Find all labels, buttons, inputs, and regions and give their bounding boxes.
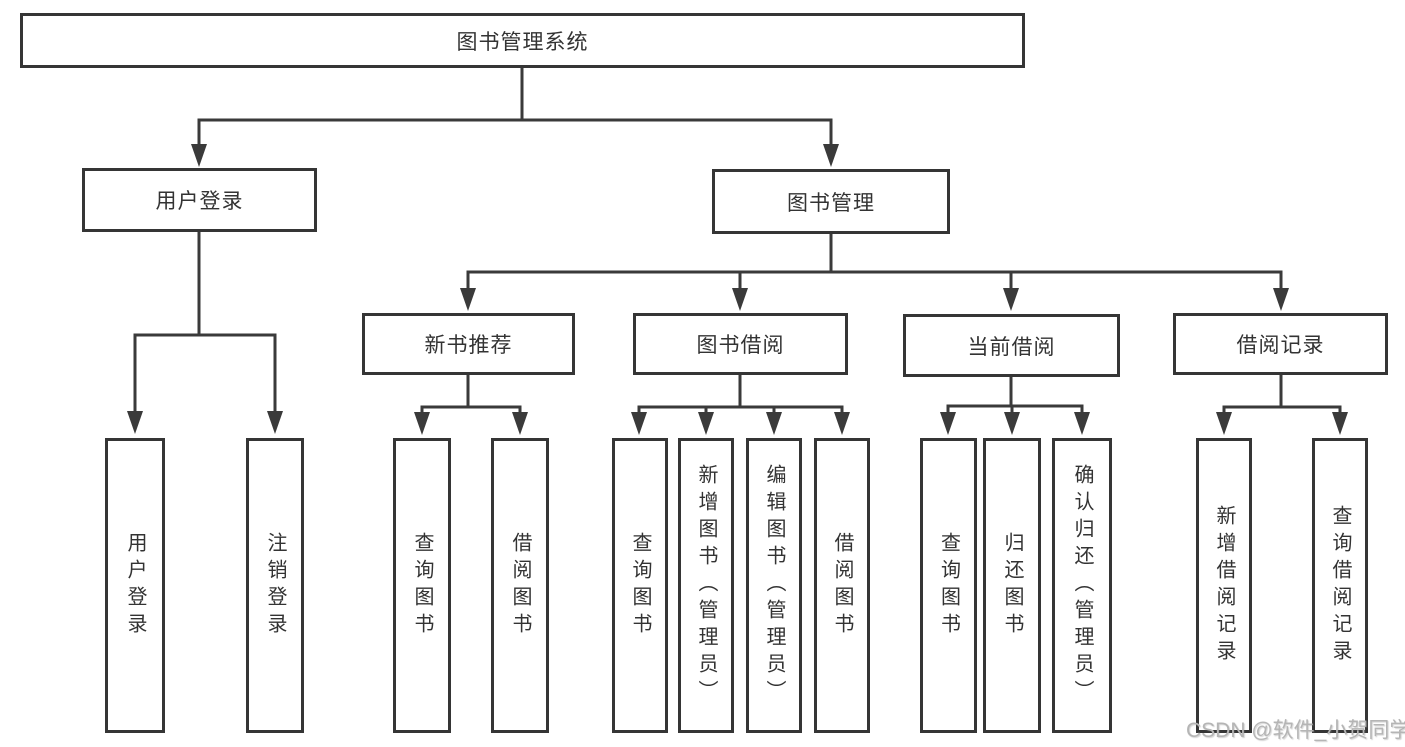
leaf-nb-borrow-books: 借阅图书	[491, 438, 549, 733]
leaf-logout-label: 注销登录	[264, 531, 286, 640]
leaf-cb-return-books: 归还图书	[983, 438, 1041, 733]
leaf-bb-query-books: 查询图书	[612, 438, 668, 733]
leaf-cb-return-books-label: 归还图书	[1001, 531, 1023, 640]
node-new-book-recommend-label: 新书推荐	[424, 334, 513, 357]
leaf-logout: 注销登录	[246, 438, 304, 733]
leaf-bb-borrow-books: 借阅图书	[814, 438, 870, 733]
node-current-borrowing-label: 当前借阅	[967, 335, 1056, 359]
leaf-cb-confirm-return-admin: 确认归还（管理员）	[1052, 438, 1112, 733]
node-root-system: 图书管理系统	[20, 13, 1025, 68]
leaf-bb-edit-books-admin-label: 编辑图书（管理员）	[763, 464, 785, 707]
leaf-user-login-label: 用户登录	[124, 531, 146, 640]
node-borrowing-records: 借阅记录	[1173, 313, 1388, 375]
leaf-br-add-record-label: 新增借阅记录	[1213, 504, 1235, 667]
leaf-nb-query-books: 查询图书	[393, 438, 451, 733]
leaf-cb-query-books: 查询图书	[920, 438, 977, 733]
node-user-login: 用户登录	[82, 168, 317, 232]
arrowheads	[127, 144, 1348, 435]
leaf-bb-edit-books-admin: 编辑图书（管理员）	[746, 438, 802, 733]
node-book-management-label: 图书管理	[787, 191, 875, 215]
leaf-br-query-record-label: 查询借阅记录	[1329, 504, 1351, 667]
leaf-bb-add-books-admin: 新增图书（管理员）	[678, 438, 734, 733]
leaf-cb-confirm-return-admin-label: 确认归还（管理员）	[1071, 464, 1093, 707]
leaf-bb-query-books-label: 查询图书	[629, 531, 651, 640]
leaf-br-query-record: 查询借阅记录	[1312, 438, 1368, 733]
node-book-management: 图书管理	[712, 169, 950, 234]
leaf-nb-query-books-label: 查询图书	[411, 531, 433, 640]
node-book-borrowing-label: 图书借阅	[696, 334, 785, 357]
leaf-bb-add-books-admin-label: 新增图书（管理员）	[695, 464, 717, 707]
node-book-borrowing: 图书借阅	[633, 313, 848, 375]
node-root-label: 图书管理系统	[456, 30, 589, 54]
leaf-br-add-record: 新增借阅记录	[1196, 438, 1252, 733]
leaf-nb-borrow-books-label: 借阅图书	[509, 531, 531, 640]
leaf-user-login: 用户登录	[105, 438, 165, 733]
watermark-text: CSDN @软件_小贺同学	[1186, 719, 1405, 742]
leaf-cb-query-books-label: 查询图书	[937, 531, 960, 640]
node-borrowing-records-label: 借阅记录	[1236, 334, 1325, 357]
leaf-bb-borrow-books-label: 借阅图书	[831, 531, 853, 640]
node-new-book-recommend: 新书推荐	[362, 313, 575, 375]
node-current-borrowing: 当前借阅	[903, 314, 1120, 377]
node-user-login-label: 用户登录	[155, 190, 244, 213]
